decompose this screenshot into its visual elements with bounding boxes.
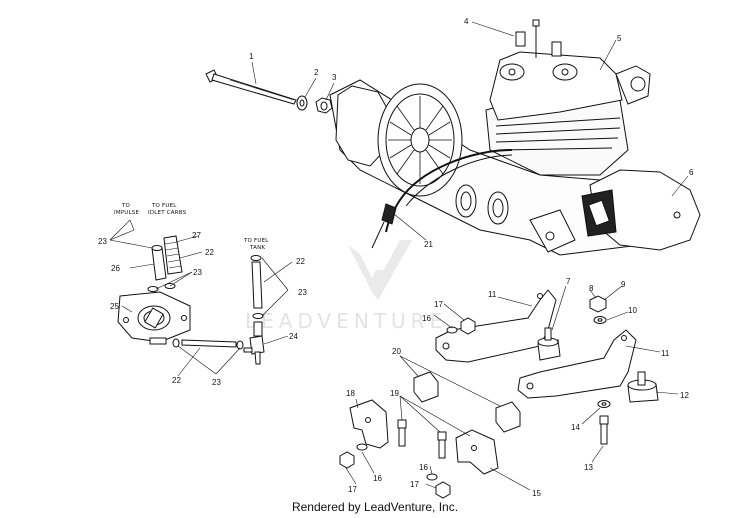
engine-mounts — [339, 289, 659, 499]
note-to-impulse-line1: TO — [121, 203, 131, 209]
callout-23-mid: 23 — [193, 268, 202, 277]
callout-21: 21 — [424, 240, 433, 249]
callout-26: 26 — [111, 264, 120, 273]
callout-1: 1 — [249, 52, 254, 61]
callout-17-upper: 17 — [434, 300, 443, 309]
watermark-text: LEADVENTURE — [245, 309, 447, 333]
callout-23-bottom: 23 — [212, 378, 221, 387]
callout-23-left: 23 — [98, 237, 107, 246]
callout-16-lower-left: 16 — [373, 474, 382, 483]
callout-20: 20 — [392, 347, 401, 356]
callout-22-right: 22 — [296, 257, 305, 266]
callout-labels: 1 2 3 4 5 6 7 8 9 10 11 11 12 13 14 15 1… — [98, 17, 694, 498]
callout-25: 25 — [110, 302, 119, 311]
note-to-fuel-carbs-line2: IDLET CARBS — [148, 210, 187, 216]
callout-2: 2 — [314, 68, 319, 77]
callout-16-upper: 16 — [422, 314, 431, 323]
note-to-fuel-carbs-line1: TO FUEL — [151, 203, 177, 209]
callout-8: 8 — [589, 284, 594, 293]
callout-3: 3 — [332, 73, 337, 82]
callout-13: 13 — [584, 463, 593, 472]
callout-16-lower-mid: 16 — [419, 463, 428, 472]
callout-22-top: 22 — [205, 248, 214, 257]
callout-22-bottom: 22 — [172, 376, 181, 385]
note-to-fuel-tank-line1: TO FUEL — [243, 238, 269, 244]
callout-5: 5 — [617, 34, 622, 43]
callout-23-right: 23 — [298, 288, 307, 297]
callout-11-right: 11 — [661, 349, 670, 358]
callout-15: 15 — [532, 489, 541, 498]
callout-27: 27 — [192, 231, 201, 240]
callout-14: 14 — [571, 423, 580, 432]
fuel-pump-system — [117, 235, 265, 365]
callout-4: 4 — [464, 17, 469, 26]
callout-12: 12 — [680, 391, 689, 400]
callout-11-top: 11 — [488, 290, 497, 299]
note-to-impulse-line2: IMPULSE — [114, 210, 139, 216]
footer-credit: Rendered by LeadVenture, Inc. — [291, 500, 459, 514]
long-bolt — [205, 69, 297, 105]
callout-17-lower-mid: 17 — [410, 480, 419, 489]
callout-6: 6 — [689, 168, 694, 177]
routing-notes: TO IMPULSE TO FUEL IDLET CARBS TO FUEL T… — [114, 203, 269, 251]
callout-19: 19 — [390, 389, 399, 398]
callout-9: 9 — [621, 280, 626, 289]
engine-assembly — [329, 19, 701, 256]
callout-18: 18 — [346, 389, 355, 398]
nut — [315, 97, 333, 114]
callout-7: 7 — [566, 277, 571, 286]
callout-24: 24 — [289, 332, 298, 341]
callout-17-lower-left: 17 — [348, 485, 357, 494]
callout-10: 10 — [628, 306, 637, 315]
watermark-logo: LEADVENTURE — [245, 240, 447, 333]
note-to-fuel-tank-line2: TANK — [249, 245, 265, 251]
washer — [296, 95, 308, 111]
leader-lines — [109, 21, 689, 491]
